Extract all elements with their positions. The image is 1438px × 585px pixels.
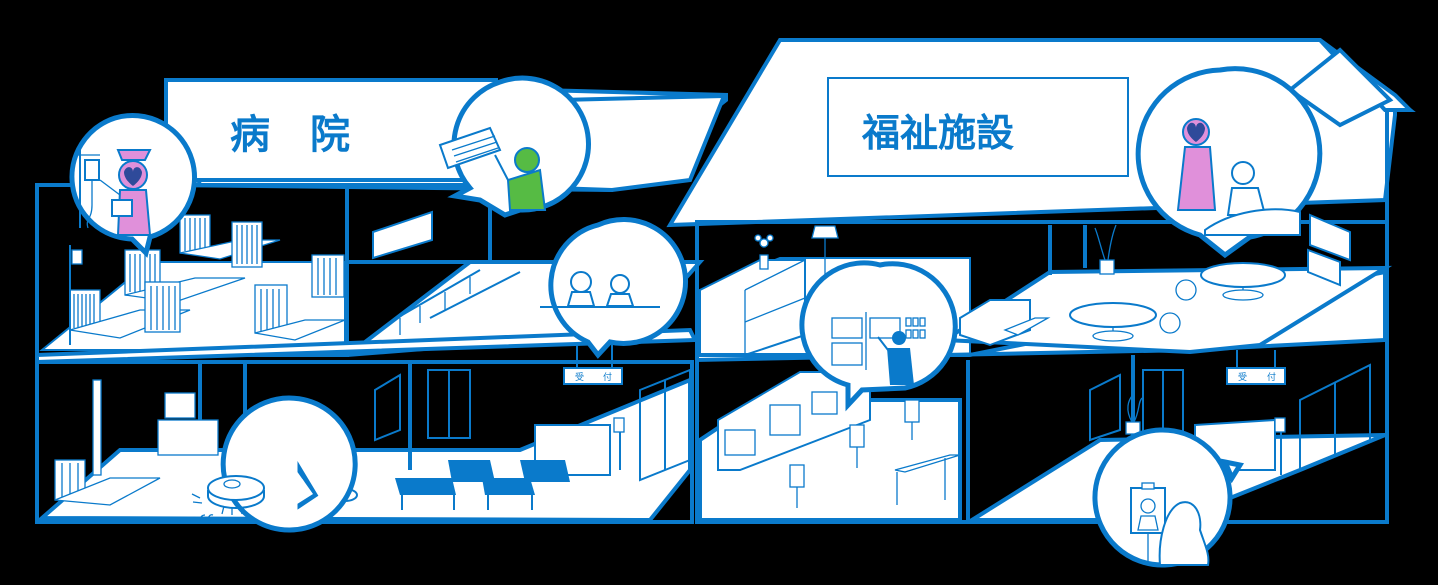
tv <box>1309 213 1351 262</box>
lounge-table-1 <box>1069 302 1157 328</box>
shelf-stocking-bubble[interactable] <box>799 260 958 412</box>
worker-body <box>506 168 547 211</box>
reception-bubble[interactable] <box>540 216 689 359</box>
lounge-floor <box>938 265 1393 355</box>
office-desk <box>894 454 961 473</box>
welfare-title: 福祉施設 <box>861 111 1014 155</box>
svg-text:受: 受 <box>1238 371 1247 383</box>
aircon-cleaning-bubble[interactable] <box>438 75 591 218</box>
desk <box>157 419 219 456</box>
worker-body-blue <box>887 348 914 385</box>
telepresence-bubble[interactable] <box>1092 427 1245 568</box>
robot-vacuum-bubble[interactable] <box>191 395 358 533</box>
lobby-chairs <box>395 460 570 510</box>
shelf-books <box>905 317 926 339</box>
flower-vase <box>759 254 769 270</box>
potted-plant <box>1099 259 1115 275</box>
svg-text:付: 付 <box>1267 372 1276 383</box>
hospital-reception-sign: 受 付 <box>563 345 623 385</box>
sofa <box>959 299 1031 347</box>
air-conditioner <box>372 210 433 260</box>
caregiver-robot-body <box>1176 146 1217 211</box>
welfare-title-plate: 福祉施設 <box>827 77 1129 177</box>
receptionist-female <box>566 271 596 307</box>
shelf-compartment <box>831 317 863 339</box>
elderly-person-head <box>1231 161 1255 185</box>
caregiver-robot-bubble[interactable] <box>1135 66 1323 259</box>
wheelchair-1 <box>1159 312 1181 334</box>
office-chairs <box>789 399 920 508</box>
bed-blanket <box>1204 208 1301 236</box>
nurse-robot-bubble[interactable] <box>69 113 197 258</box>
lounge-table-2 <box>1200 262 1286 288</box>
iv-bag-icon <box>84 159 100 181</box>
svg-text:付: 付 <box>603 372 612 383</box>
lower-ward-bed <box>54 379 219 506</box>
parallel-bars <box>389 269 521 335</box>
svg-text:受: 受 <box>575 371 584 383</box>
worker-head <box>514 147 540 173</box>
ward-beds <box>69 214 346 345</box>
floor-lamp <box>811 225 839 239</box>
clipboard-icon <box>111 199 133 217</box>
hospital-title: 病 院 <box>230 112 350 158</box>
dresser <box>699 259 806 356</box>
worker-head-blue <box>892 331 906 345</box>
nurse-robot-hat <box>116 149 152 161</box>
monitor <box>164 392 196 419</box>
receptionist-male <box>605 274 635 307</box>
curtain <box>92 379 102 476</box>
wheelchair-2 <box>1175 279 1197 301</box>
welfare-reception-sign: 受 付 <box>1226 350 1286 385</box>
aircon-unit <box>438 126 502 170</box>
visitor-back <box>1158 501 1210 566</box>
